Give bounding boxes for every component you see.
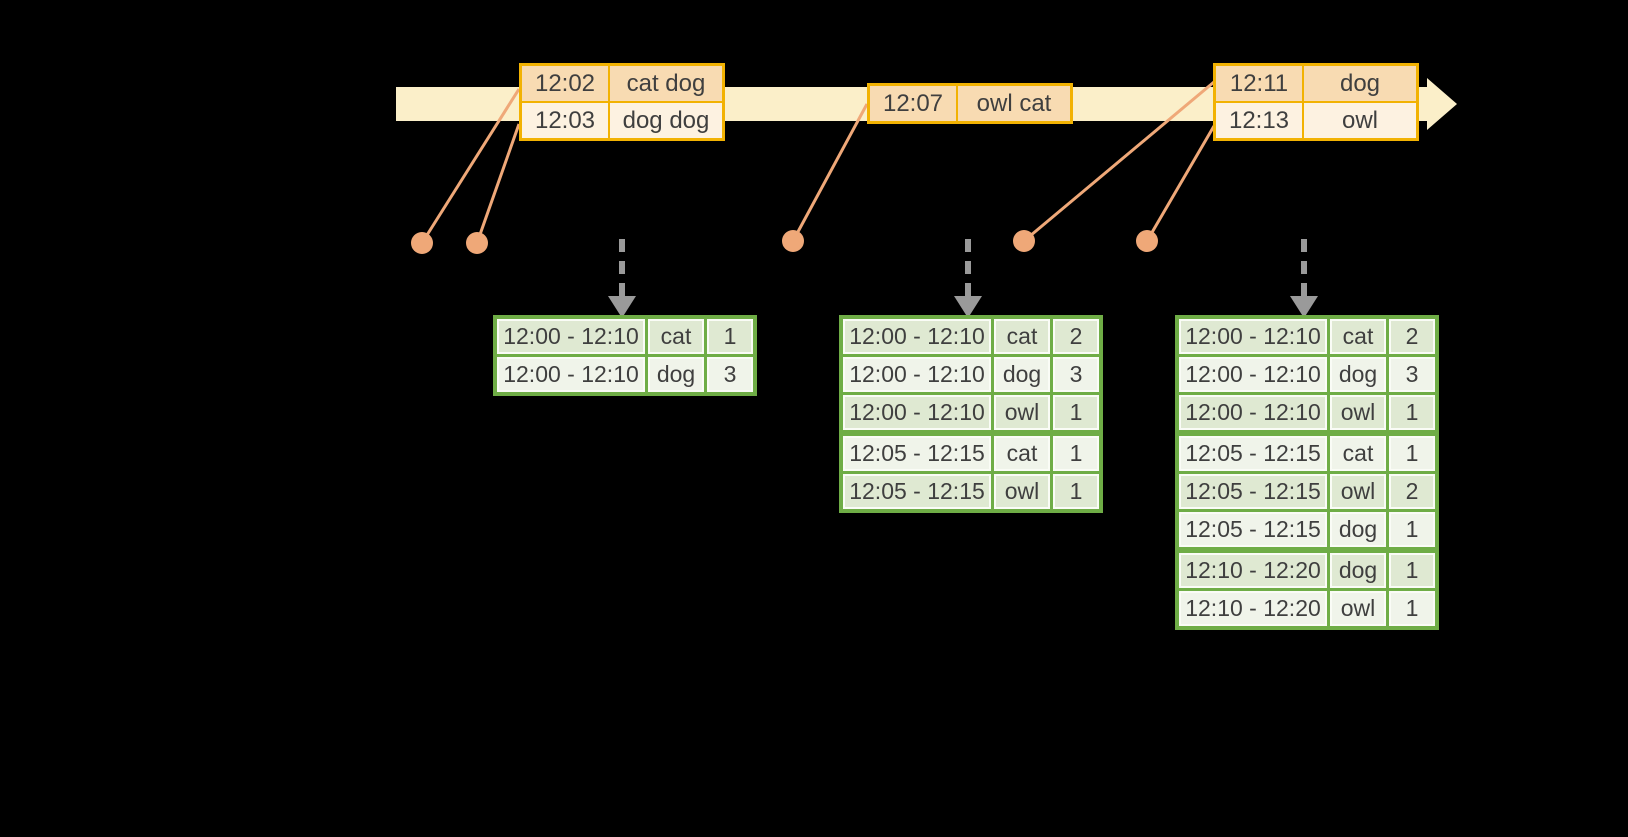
window-cell: 12:00 - 12:10 <box>843 395 991 430</box>
words-cell: owl cat <box>958 86 1070 121</box>
word-cell: dog <box>1330 512 1386 547</box>
count-cell: 2 <box>1389 474 1435 509</box>
event-dot <box>1013 230 1035 252</box>
count-cell: 1 <box>1389 436 1435 471</box>
count-cell: 2 <box>1053 319 1099 354</box>
count-cell: 1 <box>1053 474 1099 509</box>
count-cell: 1 <box>707 319 753 354</box>
window-cell: 12:00 - 12:10 <box>1179 357 1327 392</box>
window-cell: 12:05 - 12:15 <box>1179 474 1327 509</box>
window-cell: 12:10 - 12:20 <box>1179 553 1327 588</box>
words-cell: owl <box>1304 103 1416 138</box>
word-cell: owl <box>994 395 1050 430</box>
event-dot <box>782 230 804 252</box>
word-cell: cat <box>1330 319 1386 354</box>
time-cell: 12:13 <box>1216 103 1302 138</box>
event-dot <box>411 232 433 254</box>
count-cell: 1 <box>1053 436 1099 471</box>
window-cell: 12:00 - 12:10 <box>843 319 991 354</box>
words-cell: cat dog <box>610 66 722 101</box>
window-cell: 12:05 - 12:15 <box>1179 512 1327 547</box>
event-connector-line <box>791 103 869 242</box>
word-cell: owl <box>994 474 1050 509</box>
timeline-arrowhead-icon <box>1427 78 1457 130</box>
time-cell: 12:03 <box>522 103 608 138</box>
count-cell: 3 <box>1389 357 1435 392</box>
word-cell: cat <box>994 319 1050 354</box>
count-cell: 1 <box>1389 512 1435 547</box>
window-cell: 12:00 - 12:10 <box>843 357 991 392</box>
count-cell: 1 <box>1389 591 1435 626</box>
window-cell: 12:10 - 12:20 <box>1179 591 1327 626</box>
words-cell: dog <box>1304 66 1416 101</box>
count-cell: 1 <box>1389 395 1435 430</box>
time-cell: 12:11 <box>1216 66 1302 101</box>
word-cell: cat <box>1330 436 1386 471</box>
count-cell: 2 <box>1389 319 1435 354</box>
window-cell: 12:00 - 12:10 <box>497 357 645 392</box>
word-cell: dog <box>994 357 1050 392</box>
word-cell: dog <box>1330 553 1386 588</box>
window-cell: 12:05 - 12:15 <box>1179 436 1327 471</box>
window-cell: 12:05 - 12:15 <box>843 474 991 509</box>
event-dot <box>466 232 488 254</box>
event-connector-line <box>1145 125 1216 242</box>
window-cell: 12:00 - 12:10 <box>1179 319 1327 354</box>
time-cell: 12:07 <box>870 86 956 121</box>
event-connector-line <box>475 123 521 244</box>
word-cell: owl <box>1330 591 1386 626</box>
window-cell: 12:00 - 12:10 <box>497 319 645 354</box>
time-cell: 12:02 <box>522 66 608 101</box>
word-cell: cat <box>994 436 1050 471</box>
count-cell: 1 <box>1389 553 1435 588</box>
words-cell: dog dog <box>610 103 722 138</box>
count-cell: 3 <box>707 357 753 392</box>
count-cell: 3 <box>1053 357 1099 392</box>
word-cell: dog <box>648 357 704 392</box>
word-cell: owl <box>1330 474 1386 509</box>
event-dot <box>1136 230 1158 252</box>
window-cell: 12:00 - 12:10 <box>1179 395 1327 430</box>
word-cell: owl <box>1330 395 1386 430</box>
word-cell: cat <box>648 319 704 354</box>
count-cell: 1 <box>1053 395 1099 430</box>
word-cell: dog <box>1330 357 1386 392</box>
window-cell: 12:05 - 12:15 <box>843 436 991 471</box>
